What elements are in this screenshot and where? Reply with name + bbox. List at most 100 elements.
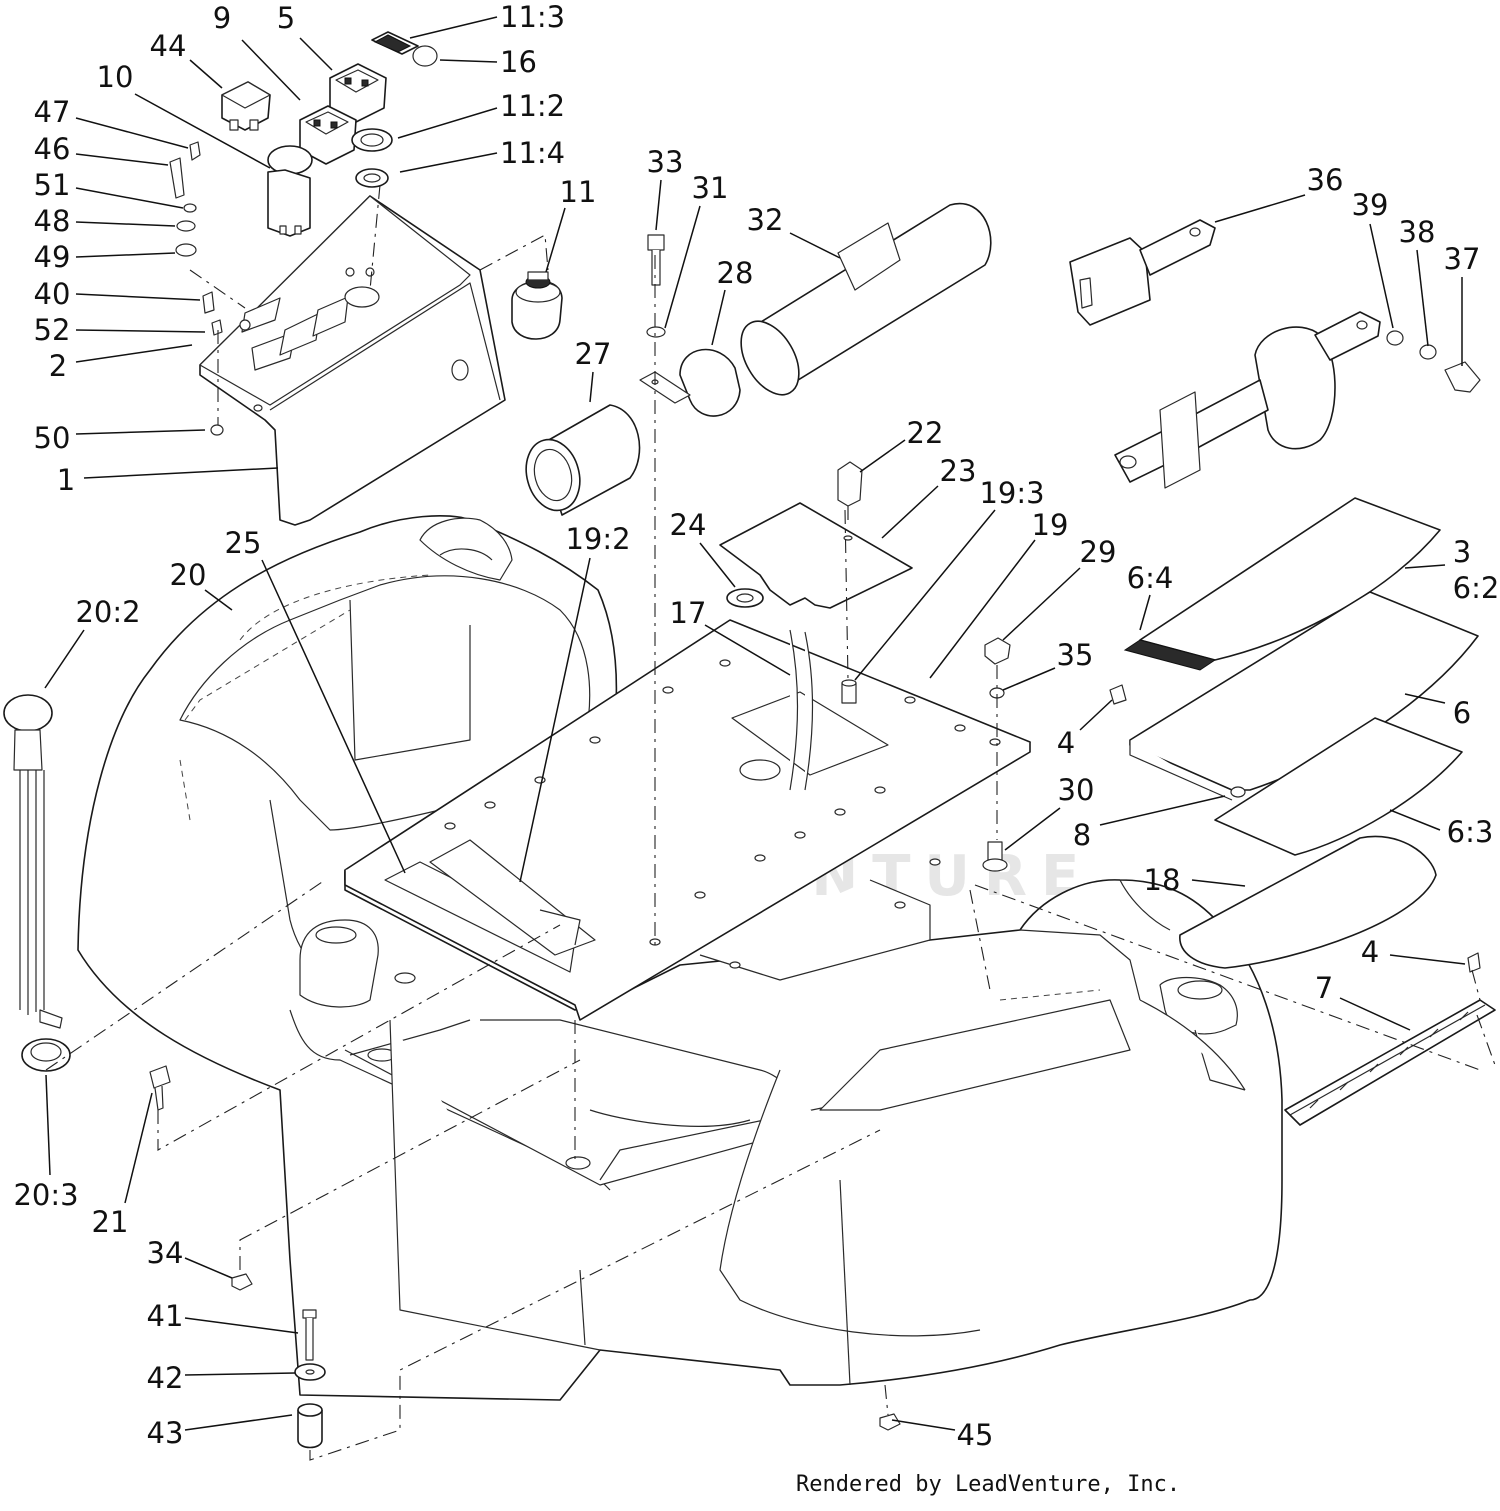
pad-6-3 [1214, 717, 1463, 856]
alignment-lines [45, 184, 1496, 1461]
callout-label-18: 18 [1144, 863, 1181, 897]
callout-label-6-4: 6:4 [1127, 561, 1174, 595]
callout-label-11-2: 11:2 [500, 89, 565, 123]
callout-leader-33 [655, 179, 662, 231]
key-fob-11-3 [371, 31, 438, 67]
callout-label-32: 32 [747, 203, 784, 237]
callout-leader-27 [589, 371, 594, 403]
callout-label-43: 43 [147, 1416, 184, 1450]
tank-32 [740, 202, 992, 396]
callout-label-47: 47 [34, 95, 71, 129]
grommet-20-3 [21, 1038, 71, 1072]
callout-label-11-3: 11:3 [500, 0, 565, 34]
callout-leader-32 [789, 232, 841, 259]
callout-leader-52 [75, 329, 206, 333]
callout-label-45: 45 [957, 1418, 994, 1452]
callout-leader-6-3 [1389, 809, 1441, 831]
callout-label-1: 1 [57, 463, 75, 497]
callout-leader-30 [1004, 807, 1061, 851]
callout-label-31: 31 [692, 171, 729, 205]
callout-label-8: 8 [1073, 818, 1091, 852]
callout-label-21: 21 [92, 1205, 129, 1239]
callout-leader-19-2 [519, 557, 591, 883]
callout-label-50: 50 [34, 421, 71, 455]
callout-label-11: 11 [560, 175, 597, 209]
callout-leader-4 [1389, 954, 1466, 965]
callout-label-42: 42 [147, 1361, 184, 1395]
callout-leader-20-3 [45, 1074, 51, 1176]
callout-leader-25 [261, 559, 406, 874]
callout-leader-48 [75, 221, 176, 227]
callout-leader-41 [184, 1317, 299, 1334]
callout-leader-11-4 [399, 152, 498, 173]
callout-leader-22 [859, 439, 906, 473]
spacer-43 [297, 1403, 323, 1449]
callout-label-9: 9 [213, 1, 231, 35]
callout-label-6-3: 6:3 [1447, 815, 1494, 849]
switch-9 [299, 105, 357, 165]
callout-label-20-3: 20:3 [13, 1178, 78, 1212]
callout-label-33: 33 [647, 145, 684, 179]
callout-leader-21 [124, 1092, 153, 1204]
plate-holes [444, 659, 1001, 969]
callout-label-36: 36 [1307, 163, 1344, 197]
callout-leader-36 [1214, 194, 1306, 223]
callout-leader-9 [241, 39, 301, 101]
callout-label-2: 2 [49, 349, 67, 383]
callout-leader-11 [545, 207, 566, 273]
callout-label-3: 3 [1453, 535, 1471, 569]
callout-leader-39 [1369, 223, 1394, 329]
callout-leader-20 [204, 589, 233, 611]
hinge-knuckles [1309, 1011, 1469, 1109]
callout-leader-34 [184, 1257, 233, 1279]
callout-label-35: 35 [1057, 638, 1094, 672]
callout-leader-3 [1404, 564, 1446, 569]
callout-leader-50 [75, 429, 206, 435]
callout-leader-11-3 [409, 16, 498, 39]
callout-label-38: 38 [1399, 215, 1436, 249]
callout-label-34: 34 [147, 1236, 184, 1270]
pto-switch-10 [267, 145, 313, 237]
callout-label-39: 39 [1352, 188, 1389, 222]
callout-label-51: 51 [34, 168, 71, 202]
bezel-11-2 [351, 128, 393, 152]
callout-leader-19-3 [854, 509, 996, 681]
callout-leader-4 [1079, 699, 1113, 731]
callout-leader-5 [299, 37, 333, 71]
switch-5 [329, 63, 387, 123]
callout-label-7: 7 [1315, 971, 1333, 1005]
callout-leaders [44, 16, 1466, 1431]
callout-leader-20-2 [44, 629, 85, 689]
callout-label-11-4: 11:4 [500, 136, 565, 170]
hardware-46-52 [169, 141, 224, 436]
callout-label-23: 23 [940, 454, 977, 488]
callout-label-28: 28 [717, 256, 754, 290]
callout-label-17: 17 [670, 596, 707, 630]
callout-label-24: 24 [670, 508, 707, 542]
callout-leader-51 [75, 187, 184, 209]
cover-plate-23 [719, 502, 913, 609]
callout-leader-24 [699, 542, 736, 588]
callout-label-19: 19 [1032, 508, 1069, 542]
callout-leader-29 [1002, 567, 1081, 641]
callout-label-48: 48 [34, 204, 71, 238]
callout-leader-16 [439, 59, 498, 63]
callout-label-25: 25 [225, 526, 262, 560]
callout-label-44: 44 [150, 29, 187, 63]
standoff-19-3 [841, 679, 857, 704]
callout-leader-2 [75, 344, 193, 363]
mounting-plate-19 [344, 619, 1031, 1127]
bolt-21 [149, 1065, 171, 1111]
nut-34 [231, 1273, 253, 1291]
nut-45 [879, 1413, 901, 1431]
callout-leader-31 [664, 205, 701, 329]
body-pan-20 [77, 514, 1283, 1401]
callout-leader-45 [891, 1419, 956, 1431]
decal-6-4 [1123, 639, 1217, 671]
callout-label-4: 4 [1361, 935, 1379, 969]
callout-leader-46 [75, 153, 169, 166]
rocker-switch-44 [221, 81, 271, 131]
control-panel-1 [199, 195, 506, 526]
bolt-41 [302, 1309, 317, 1361]
